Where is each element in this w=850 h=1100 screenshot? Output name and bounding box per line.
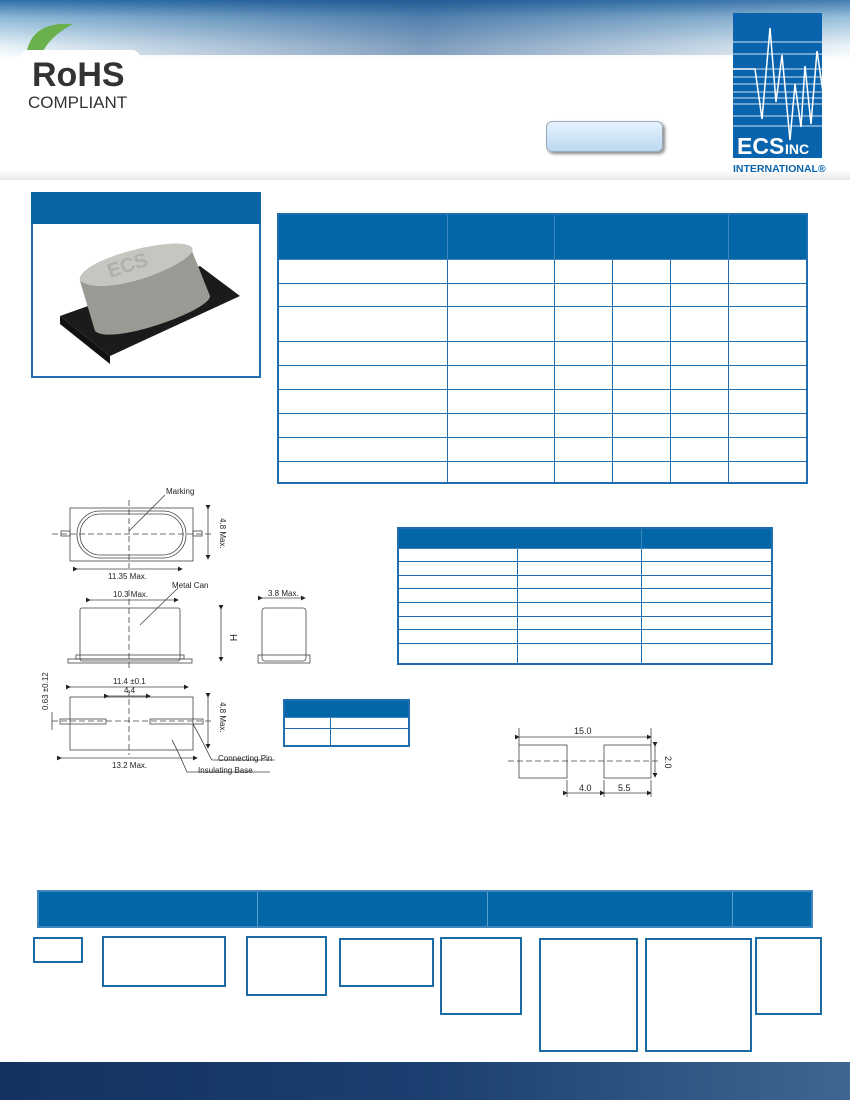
leaf-icon	[26, 23, 73, 58]
dimension-label: 10.3 Max.	[113, 590, 148, 599]
connecting-pin-label: Connecting Pin	[218, 754, 272, 763]
table-row	[277, 364, 808, 390]
part-code-box	[755, 937, 822, 1015]
inc-text: INC	[785, 141, 809, 157]
dimension-label: 15.0	[574, 726, 592, 736]
dimension-label: 4.8 Max.	[218, 702, 227, 733]
table-row	[397, 642, 773, 665]
table-row	[277, 460, 808, 484]
table-row	[283, 728, 410, 747]
part-code-box	[339, 938, 434, 987]
dimension-label: 2.0	[663, 756, 673, 769]
insulating-base-label: Insulating Base	[198, 766, 253, 775]
part-code-box	[440, 937, 522, 1015]
dimension-label: 4.8 Max.	[218, 518, 227, 549]
dimension-label: 5.5	[618, 783, 631, 793]
marking-label: Marking	[166, 487, 194, 496]
rohs-text: RoHS	[32, 56, 125, 94]
dimension-label: 4.0	[579, 783, 592, 793]
part-numbering-header	[37, 890, 813, 928]
height-label: H	[227, 634, 238, 641]
header-banner	[0, 0, 850, 180]
international-text: INTERNATIONAL®	[733, 163, 826, 174]
specifications-table	[277, 213, 808, 484]
rohs-logo: RoHS COMPLIANT	[20, 23, 140, 112]
table-row	[283, 716, 410, 730]
part-code-box	[246, 936, 327, 996]
product-image-header	[31, 192, 261, 224]
part-code-box	[102, 936, 226, 987]
dimension-label: 11.4 ±0.1	[113, 677, 146, 686]
table-row	[277, 436, 808, 462]
table-row	[397, 629, 773, 644]
table-row	[277, 258, 808, 284]
table-header-row	[397, 527, 773, 549]
dimension-label: 3.8 Max.	[268, 589, 299, 598]
height-table	[283, 699, 410, 747]
dimension-label: 4.4	[124, 686, 136, 695]
table-header-row	[277, 213, 808, 260]
table-row	[277, 340, 808, 366]
table-row	[277, 412, 808, 438]
dimension-label: 13.2 Max.	[112, 761, 147, 770]
part-code-box	[645, 938, 752, 1052]
part-code-box	[539, 938, 638, 1052]
metal-can-label: Metal Can	[172, 581, 208, 590]
ecs-text: ECS	[737, 133, 784, 159]
dimension-label: 0.63 ±0.12	[41, 672, 50, 710]
table-row	[397, 574, 773, 590]
frequency-table	[397, 527, 773, 665]
table-row	[277, 388, 808, 414]
part-number-badge	[546, 121, 663, 152]
mechanical-drawing: Marking 4.8 Max. 11.35 Max. Metal Can 10…	[41, 487, 673, 797]
footer-band	[0, 1062, 850, 1100]
part-code-box	[33, 937, 83, 963]
table-header-row	[283, 699, 410, 718]
compliant-text: COMPLIANT	[28, 93, 127, 112]
ecs-logo: ECS INC INTERNATIONAL®	[733, 13, 833, 174]
dimension-label: 11.35 Max.	[108, 572, 147, 581]
crystal-photo: ECS	[60, 243, 240, 364]
